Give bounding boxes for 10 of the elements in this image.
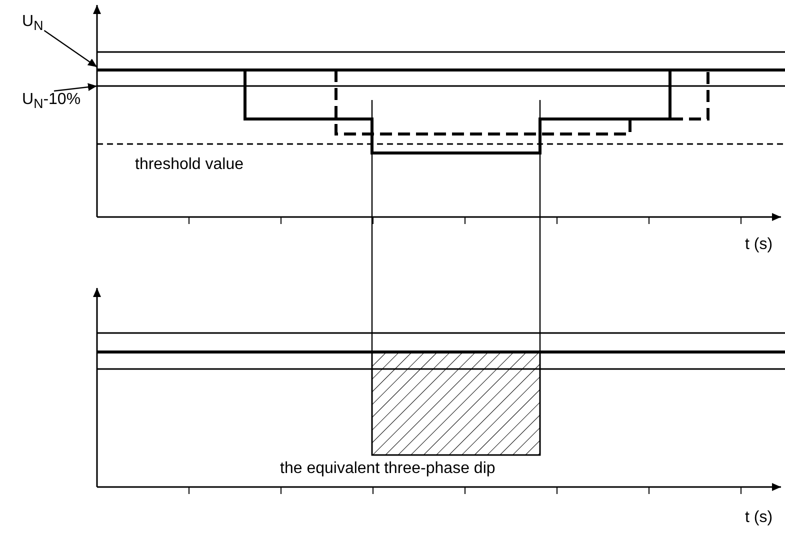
leader-arrow — [44, 30, 98, 68]
voltage-level-line — [97, 85, 785, 87]
threshold-label: threshold value — [135, 157, 244, 173]
voltage-level-line — [97, 68, 785, 72]
voltage-label: U$_{N}$-10% — [22, 92, 81, 111]
axis-label: t (s) — [745, 510, 773, 526]
axis-label: t (s) — [745, 237, 773, 253]
leader-arrow — [54, 83, 98, 92]
annotation-text: the equivalent three-phase dip — [280, 461, 496, 477]
voltage-label: U$_{N}$ — [22, 14, 44, 33]
